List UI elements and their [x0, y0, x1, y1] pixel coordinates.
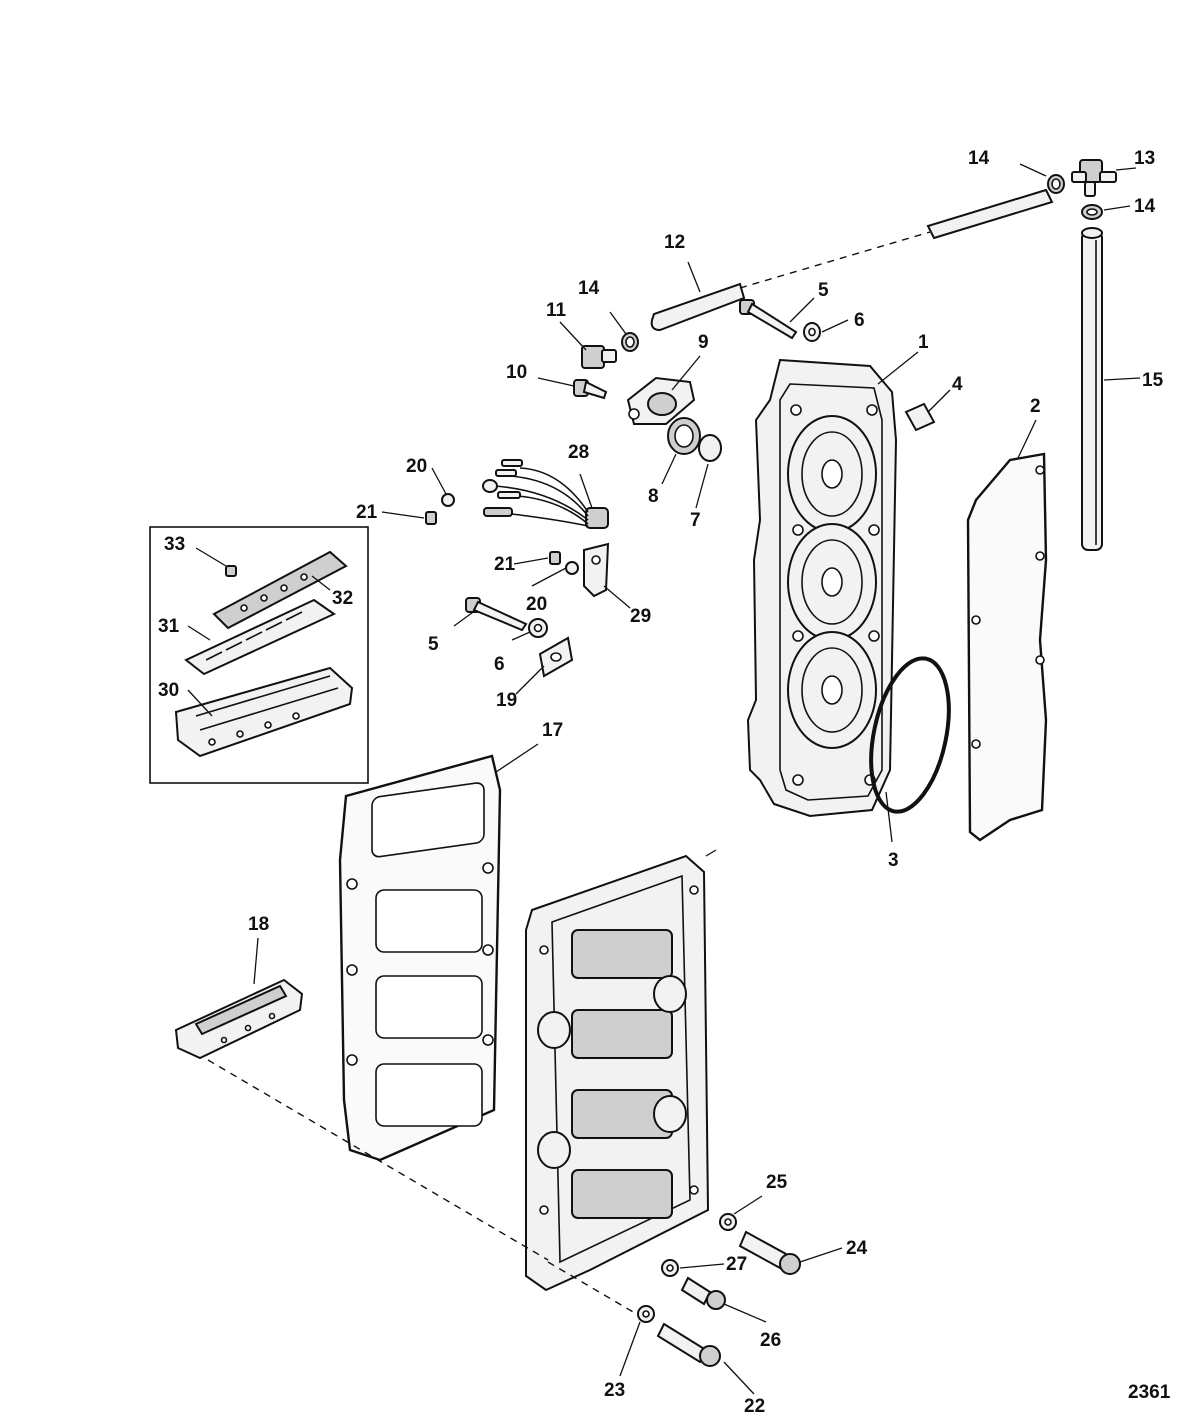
callout-29: 29	[630, 606, 651, 627]
callout-6-top: 6	[854, 310, 865, 331]
leader-lines	[187, 163, 1141, 1395]
part-14-clamp-top	[1047, 174, 1065, 194]
intake-manifold	[525, 854, 710, 1292]
callout-20-upper: 20	[406, 456, 427, 477]
callout-4: 4	[952, 374, 963, 395]
part-30-reed-block	[174, 666, 354, 758]
part-27-washer	[661, 1259, 679, 1277]
part-9-housing	[626, 376, 696, 425]
callout-7: 7	[690, 510, 701, 531]
part-19-plate	[538, 636, 574, 678]
part-20-washer-a	[441, 493, 455, 507]
part-13-tee-fitting	[1071, 159, 1117, 197]
callout-6-mid: 6	[494, 654, 505, 675]
part-2-head-gasket	[966, 452, 1048, 842]
part-24-bolt	[738, 1230, 801, 1275]
callout-5-top: 5	[818, 280, 829, 301]
callout-28: 28	[568, 442, 589, 463]
callout-26: 26	[760, 1330, 781, 1351]
callout-10: 10	[506, 362, 527, 383]
part-20-washer-b	[565, 561, 579, 575]
part-5-bolt-mid	[465, 597, 528, 632]
callout-18: 18	[248, 914, 269, 935]
callout-14-top: 14	[968, 148, 990, 169]
part-5-bolt-top	[739, 299, 798, 340]
part-6-washer-top	[803, 322, 821, 342]
part-18-reed-block	[174, 978, 304, 1060]
callout-12: 12	[664, 232, 685, 253]
part-32-stop-plate	[212, 550, 348, 630]
part-21-screw-a	[425, 511, 437, 525]
part-12-hose	[650, 188, 1054, 332]
callout-32: 32	[332, 588, 353, 609]
callout-19: 19	[496, 690, 517, 711]
callout-21-lower: 21	[494, 554, 516, 575]
callout-14-left: 14	[578, 278, 600, 299]
callout-2: 2	[1030, 396, 1041, 417]
part-10-screw	[573, 379, 608, 400]
callout-3: 3	[888, 850, 899, 871]
callout-15: 15	[1142, 370, 1164, 391]
callout-9: 9	[698, 332, 709, 353]
callout-17: 17	[542, 720, 563, 741]
combustion-chamber-3	[787, 631, 877, 749]
reed-valve-inset	[149, 526, 369, 784]
part-33-screw	[225, 565, 237, 577]
part-26-bolt	[680, 1276, 726, 1310]
part-28-wire-harness	[482, 459, 609, 529]
figure-number: 2361	[1128, 1382, 1171, 1403]
part-17-intake-gasket	[338, 754, 502, 1162]
callout-22: 22	[744, 1396, 765, 1416]
part-7-disc	[698, 434, 722, 462]
callout-13: 13	[1134, 148, 1155, 169]
part-31-reed-petals	[184, 598, 336, 676]
callout-8: 8	[648, 486, 659, 507]
part-6-washer-mid	[528, 618, 548, 638]
callout-11: 11	[546, 300, 567, 321]
callout-25: 25	[766, 1172, 788, 1193]
part-8-seal	[667, 417, 701, 455]
part-23-washer	[637, 1305, 655, 1323]
part-21-screw-b	[549, 551, 561, 565]
part-15-tube	[1081, 227, 1103, 551]
alignment-line-fasteners	[547, 1261, 641, 1317]
part-14-clamp-right	[1081, 204, 1103, 220]
part-14-clamp-left	[621, 332, 639, 352]
callout-5-mid: 5	[428, 634, 439, 655]
callout-31: 31	[158, 616, 180, 637]
callout-27: 27	[726, 1254, 747, 1275]
callout-14-right: 14	[1134, 196, 1156, 217]
callout-21-upper: 21	[356, 502, 378, 523]
callout-1: 1	[918, 332, 929, 353]
callout-labels: 1 2 3 4 5 5 6 6 7 8 9 10 11 12 13 14 14 …	[158, 148, 1171, 1416]
callout-33: 33	[164, 534, 185, 555]
combustion-chamber-1	[787, 415, 877, 533]
alignment-line-reed-block	[207, 1059, 549, 1261]
part-29-bracket	[583, 542, 610, 598]
part-1-cylinder-head	[746, 358, 898, 818]
part-22-bolt	[656, 1322, 721, 1367]
combustion-chamber-2	[787, 523, 877, 641]
callout-23: 23	[604, 1380, 625, 1401]
part-25-washer	[719, 1213, 737, 1231]
part-4-dowel	[904, 402, 936, 432]
part-3-o-ring	[869, 656, 951, 814]
callout-20-lower: 20	[526, 594, 547, 615]
callout-24: 24	[846, 1238, 868, 1259]
callout-30: 30	[158, 680, 179, 701]
part-11-fitting	[581, 345, 617, 369]
